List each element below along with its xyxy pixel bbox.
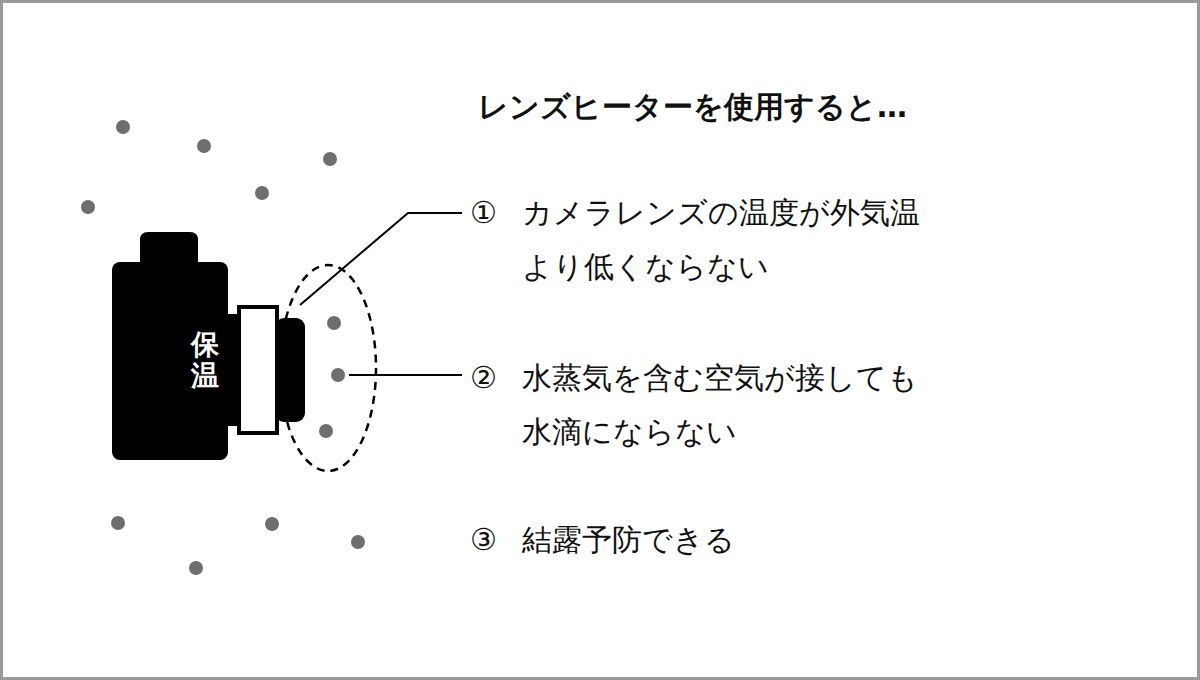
callout-number: ①	[470, 186, 497, 240]
air-region	[280, 265, 376, 471]
camera-body	[112, 262, 228, 460]
vapor-dots	[81, 120, 365, 575]
title: レンズヒーターを使用すると…	[478, 80, 907, 134]
callout-text: カメラレンズの温度が外気温 より低くならない	[522, 186, 992, 294]
callout-number: ②	[470, 351, 497, 405]
callout-text: 結露予防できる	[522, 513, 992, 567]
callout-text: 水蒸気を含む空気が接しても 水滴にならない	[522, 351, 992, 459]
leader-line	[300, 213, 462, 305]
camera-body-box: 保温	[112, 262, 228, 460]
lens-heater	[239, 307, 277, 433]
vertical-label: 保温	[191, 330, 219, 392]
callout-number: ③	[470, 513, 497, 567]
camera-viewfinder	[140, 232, 198, 262]
leader-line	[349, 374, 462, 376]
